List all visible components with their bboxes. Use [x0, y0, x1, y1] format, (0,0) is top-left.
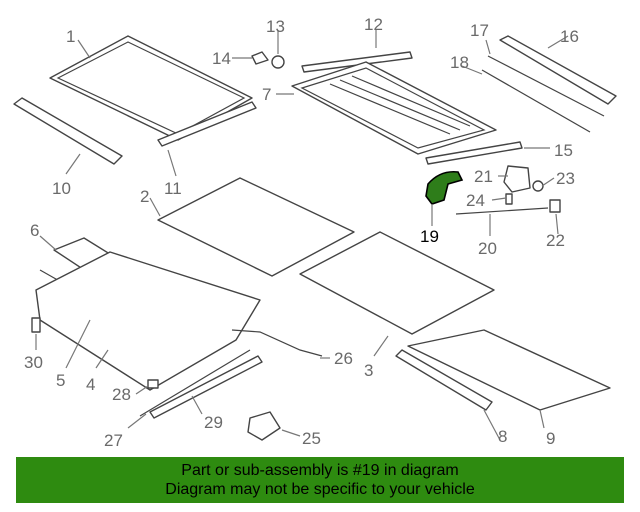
part-14-clip	[251, 51, 269, 65]
part-19-bracket-highlight	[425, 170, 464, 205]
label-5: 5	[56, 371, 65, 390]
label-17: 17	[470, 21, 489, 40]
label-27: 27	[104, 431, 123, 450]
part-11-seal-strip	[157, 101, 257, 147]
label-29: 29	[204, 413, 223, 432]
label-24: 24	[466, 191, 485, 210]
label-20: 20	[478, 239, 497, 258]
part-26-cable	[231, 329, 323, 357]
label-3: 3	[364, 361, 373, 380]
label-23: 23	[556, 169, 575, 188]
label-13: 13	[266, 17, 285, 36]
label-15: 15	[554, 141, 573, 160]
label-16: 16	[560, 27, 579, 46]
label-2: 2	[140, 187, 149, 206]
label-7: 7	[262, 85, 271, 104]
label-9: 9	[546, 429, 555, 448]
part-12-deflector	[301, 51, 413, 73]
part-1-glass-panel	[49, 35, 253, 141]
part-17-rail-seal	[487, 55, 605, 117]
label-19: 19	[420, 227, 439, 246]
part-labels: 1 2 3 4 5 6 7 8 9 10 11 12 13 14 15 16 1…	[24, 15, 579, 450]
part-29-guide	[149, 355, 263, 419]
part-8-strip	[395, 349, 493, 411]
label-30: 30	[24, 353, 43, 372]
label-21: 21	[474, 167, 493, 186]
part-22-bolt	[549, 199, 561, 213]
label-1: 1	[66, 27, 75, 46]
label-28: 28	[112, 385, 131, 404]
label-6: 6	[30, 221, 39, 240]
part-30-bolt	[31, 317, 41, 333]
part-25-motor	[247, 411, 281, 441]
part-23-nut	[532, 180, 544, 192]
label-25: 25	[302, 429, 321, 448]
banner-line-2: Diagram may not be specific to your vehi…	[165, 481, 475, 498]
label-12: 12	[364, 15, 383, 34]
label-11: 11	[164, 179, 182, 198]
label-10: 10	[52, 179, 71, 198]
part-24-screw	[505, 193, 513, 205]
part-7-frame	[291, 61, 497, 155]
banner-line-1: Part or sub-assembly is #19 in diagram	[181, 462, 459, 479]
label-4: 4	[86, 375, 95, 394]
label-26: 26	[334, 349, 353, 368]
part-18-rail	[481, 69, 591, 133]
leader-lines	[35, 30, 569, 441]
label-22: 22	[546, 231, 565, 250]
part-2-seal-panel	[157, 177, 355, 277]
part-21-bracket	[503, 165, 531, 193]
part-20-rod	[455, 207, 549, 215]
part-27-drain	[139, 349, 251, 417]
part-9-glass	[407, 329, 611, 411]
label-8: 8	[498, 427, 507, 446]
part-3-glass	[299, 231, 495, 335]
label-18: 18	[450, 53, 469, 72]
part-16-rail	[499, 35, 617, 105]
info-banner: Part or sub-assembly is #19 in diagram D…	[16, 457, 624, 503]
part-4-housing	[35, 251, 261, 391]
part-10-trim-strip	[13, 97, 123, 165]
part-13-bolt	[271, 55, 285, 69]
label-14: 14	[212, 49, 231, 68]
part-15-strip	[425, 141, 523, 165]
part-28-clip	[147, 379, 159, 389]
